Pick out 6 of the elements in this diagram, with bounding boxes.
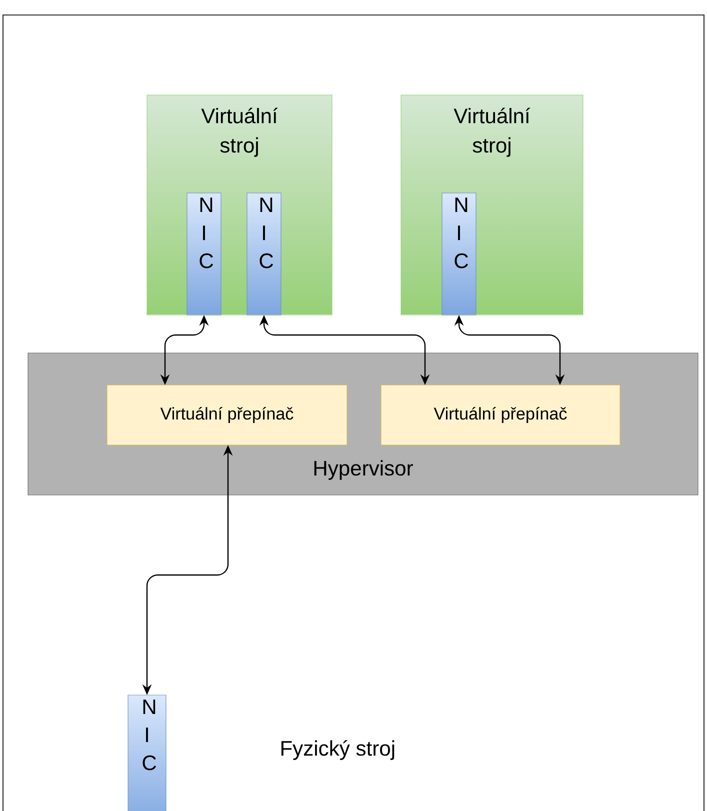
nic-box: N I C [442,192,476,316]
nic-box: N I C [246,192,282,316]
nic-box: N I C [186,192,222,316]
switch-box: Virtuální přepínač [380,384,620,446]
switch-box: Virtuální přepínač [106,384,348,446]
nic-box: N I C [128,694,166,811]
